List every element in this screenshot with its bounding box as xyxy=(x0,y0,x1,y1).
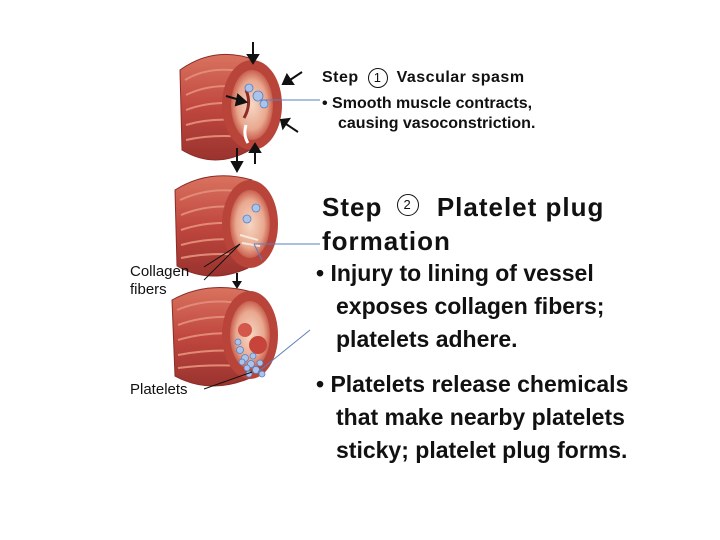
platelets-label: Platelets xyxy=(130,381,188,398)
bullet-line: sticky; platelet plug forms. xyxy=(336,437,628,463)
collagen-fibers-label: Collagen fibers xyxy=(130,263,189,299)
step-2-bullet-1: • Injury to lining of vessel exposes col… xyxy=(316,257,696,356)
step-2-word: Step xyxy=(322,192,383,222)
step-1-heading: Step 1 Vascular spasm xyxy=(322,68,525,88)
callout-lines xyxy=(253,99,320,373)
step-1-number: 1 xyxy=(367,68,388,88)
step-2-title: Platelet plug xyxy=(436,192,605,222)
bullet-line: • Platelets release chemicals xyxy=(316,371,629,397)
down-arrow-head xyxy=(232,281,242,289)
platelets-step1 xyxy=(244,83,269,109)
step-2-heading: Step 2 Platelet plug formation xyxy=(322,190,604,258)
vessel-collagen xyxy=(174,175,278,277)
collagen-label-line: fibers xyxy=(130,281,167,298)
step-1-title: Vascular spasm xyxy=(396,69,525,87)
collagen-label-line: Collagen xyxy=(130,263,190,280)
step-2-title-cont: formation xyxy=(322,226,451,256)
bullet-line: exposes collagen fibers; xyxy=(336,293,605,319)
bullet-line: that make nearby platelets xyxy=(336,404,625,430)
bullet-line: • Injury to lining of vessel xyxy=(316,260,594,286)
step-2-bullet-2: • Platelets release chemicals that make … xyxy=(316,368,716,467)
bullet-line: platelets adhere. xyxy=(336,326,518,352)
vessel-platelet-plug xyxy=(171,287,278,387)
step-1-bullet-line: • Smooth muscle contracts, xyxy=(322,95,533,112)
step-1-word: Step xyxy=(322,69,359,87)
platelet-plug xyxy=(234,338,266,378)
step-2-number: 2 xyxy=(396,194,419,217)
vessel-spasm xyxy=(179,53,282,161)
constriction-arrows xyxy=(225,42,303,174)
step-1-bullet: • Smooth muscle contracts, causing vasoc… xyxy=(322,94,582,134)
step-1-bullet-line: causing vasoconstriction. xyxy=(338,115,536,132)
label-leader-lines xyxy=(203,243,253,390)
